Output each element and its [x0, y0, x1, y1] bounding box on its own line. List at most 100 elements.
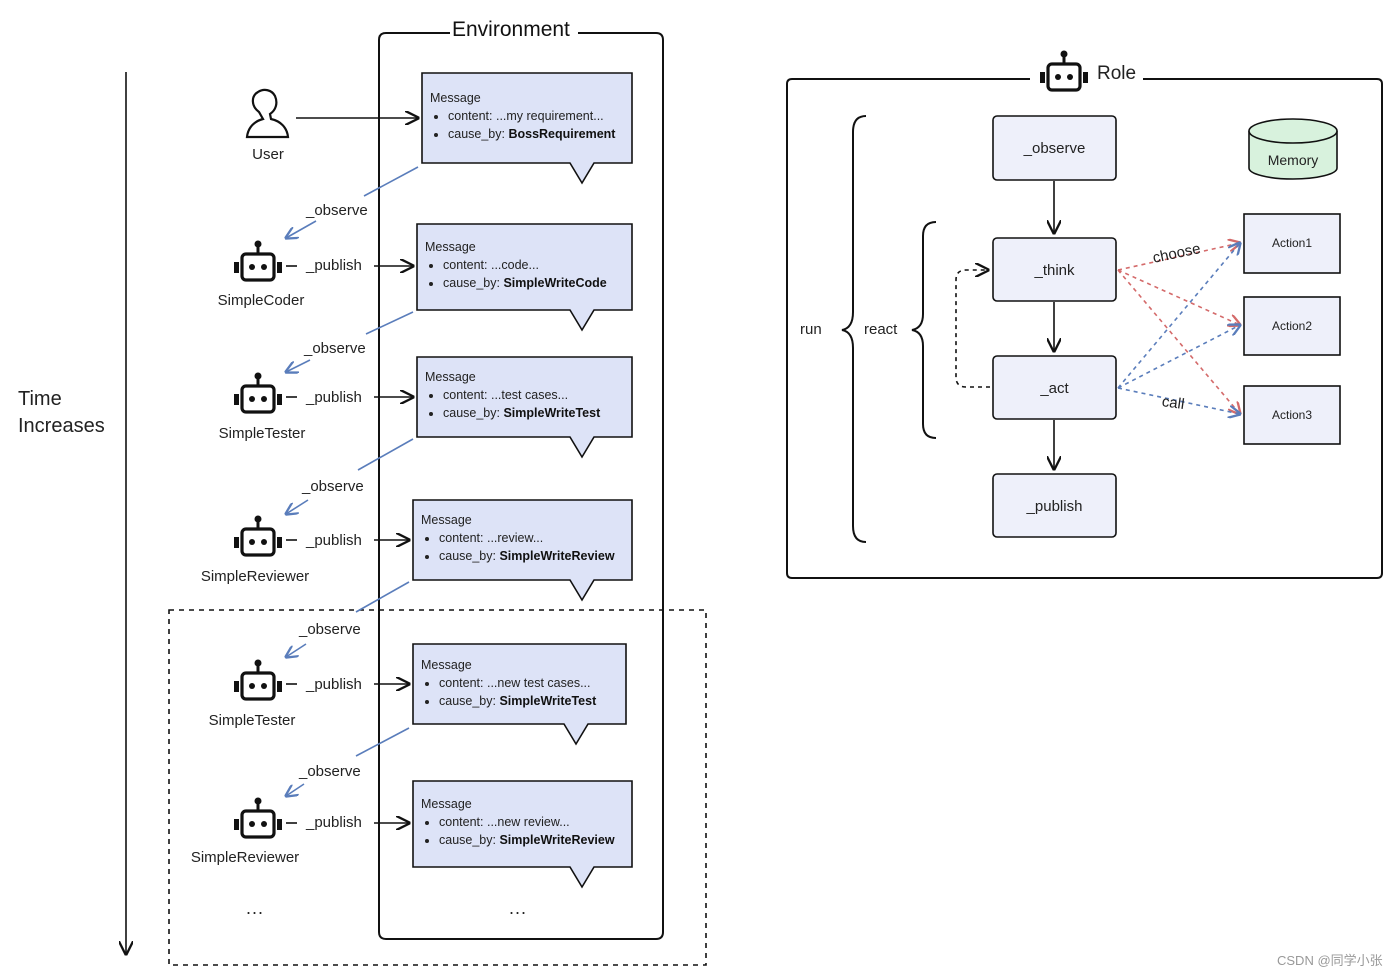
action1-label: Action1	[1271, 236, 1313, 250]
actor-label-simplecoder: SimpleCoder	[217, 292, 305, 309]
actor-label-user: User	[252, 146, 284, 163]
cause-key: cause_by:	[443, 276, 500, 290]
observe-node-label: _observe	[1023, 140, 1086, 157]
cause-value: SimpleWriteTest	[503, 406, 601, 420]
publish-label: _publish	[306, 814, 362, 831]
act-node	[992, 355, 1117, 420]
content-key: content:	[439, 676, 484, 690]
cause-key: cause_by:	[443, 406, 500, 420]
content-key: content:	[439, 531, 484, 545]
action2-label: Action2	[1271, 319, 1313, 333]
cause-value: BossRequirement	[508, 127, 616, 141]
memory-label: Memory	[1267, 152, 1319, 168]
content-value: ...new review...	[486, 815, 570, 829]
message-bubble	[416, 223, 633, 332]
robot-icon	[232, 370, 284, 414]
run-label: run	[800, 321, 822, 338]
robot-icon	[232, 238, 284, 282]
content-key: content:	[443, 258, 488, 272]
role-flow-arrows	[955, 181, 1054, 469]
message-1: Message content: ...my requirement... ca…	[430, 89, 615, 143]
watermark: CSDN @同学小张	[1277, 953, 1383, 968]
content-value: ...review...	[486, 531, 544, 545]
message-2: Message content: ...code... cause_by: Si…	[425, 238, 607, 292]
react-brace	[911, 221, 937, 439]
cause-value: SimpleWriteTest	[499, 694, 597, 708]
message-title: Message	[421, 513, 472, 527]
message-5: Message content: ...new test cases... ca…	[421, 656, 596, 710]
observe-label: _observe	[299, 621, 361, 638]
content-value: ...test cases...	[490, 388, 569, 402]
observe-label: _observe	[306, 202, 368, 219]
content-value: ...new test cases...	[486, 676, 591, 690]
observe-label: _observe	[304, 340, 366, 357]
publish-label: _publish	[306, 532, 362, 549]
actor-label-simpletester-2: SimpleTester	[208, 712, 296, 729]
user-icon	[245, 88, 290, 139]
publish-arrows	[286, 118, 418, 823]
message-title: Message	[430, 91, 481, 105]
robot-icon	[232, 795, 284, 839]
message-title: Message	[421, 658, 472, 672]
cause-key: cause_by:	[439, 833, 496, 847]
action1-box	[1243, 213, 1341, 274]
actor-label-simplereviewer: SimpleReviewer	[200, 568, 310, 585]
cause-key: cause_by:	[439, 694, 496, 708]
environment-box	[378, 32, 664, 940]
think-node	[992, 237, 1117, 302]
content-value: ...code...	[490, 258, 539, 272]
role-box	[786, 78, 1383, 579]
action2-box	[1243, 296, 1341, 356]
message-bubble	[416, 356, 633, 459]
robot-icon	[232, 657, 284, 701]
message-bubble	[412, 499, 633, 602]
call-label: call	[1160, 393, 1186, 414]
content-key: content:	[443, 388, 488, 402]
observe-label: _observe	[302, 478, 364, 495]
action-boxes	[1243, 213, 1341, 445]
cause-key: cause_by:	[439, 549, 496, 563]
message-title: Message	[425, 370, 476, 384]
robot-icons	[232, 48, 1090, 839]
publish-label: _publish	[306, 676, 362, 693]
robot-icon	[232, 513, 284, 557]
message-bubble	[421, 72, 633, 185]
role-nodes	[992, 115, 1117, 538]
action3-label: Action3	[1271, 408, 1313, 422]
cause-value: SimpleWriteCode	[503, 276, 607, 290]
think-node-label: _think	[1034, 262, 1075, 279]
action3-box	[1243, 385, 1341, 445]
actor-label-simplereviewer-2: SimpleReviewer	[190, 849, 300, 866]
ellipsis-actors: ...	[246, 898, 265, 918]
time-axis-label: Time Increases	[18, 388, 105, 437]
message-title: Message	[425, 240, 476, 254]
message-bubbles	[412, 72, 633, 889]
react-label: react	[864, 321, 898, 338]
publish-node-label: _publish	[1026, 498, 1083, 515]
ellipsis-environment: ...	[509, 898, 528, 918]
choose-arrows	[1117, 243, 1240, 414]
publish-node	[992, 473, 1117, 538]
cause-value: SimpleWriteReview	[499, 833, 615, 847]
act-node-label: _act	[1040, 380, 1069, 397]
robot-icon	[1038, 48, 1090, 92]
content-value: ...my requirement...	[495, 109, 604, 123]
message-bubble	[412, 780, 633, 889]
publish-label: _publish	[306, 257, 362, 274]
observe-label: _observe	[299, 763, 361, 780]
actor-label-simpletester: SimpleTester	[218, 425, 306, 442]
observe-node	[992, 115, 1117, 181]
message-3: Message content: ...test cases... cause_…	[425, 368, 600, 422]
message-6: Message content: ...new review... cause_…	[421, 795, 615, 849]
message-title: Message	[421, 797, 472, 811]
message-bubble	[412, 643, 627, 746]
call-arrows	[1117, 243, 1240, 414]
memory-cylinder	[1248, 118, 1338, 180]
cause-key: cause_by:	[448, 127, 505, 141]
role-title: Role	[1093, 63, 1141, 85]
publish-label: _publish	[306, 389, 362, 406]
environment-title: Environment	[450, 18, 572, 42]
observe-arrows	[286, 166, 419, 796]
content-key: content:	[439, 815, 484, 829]
